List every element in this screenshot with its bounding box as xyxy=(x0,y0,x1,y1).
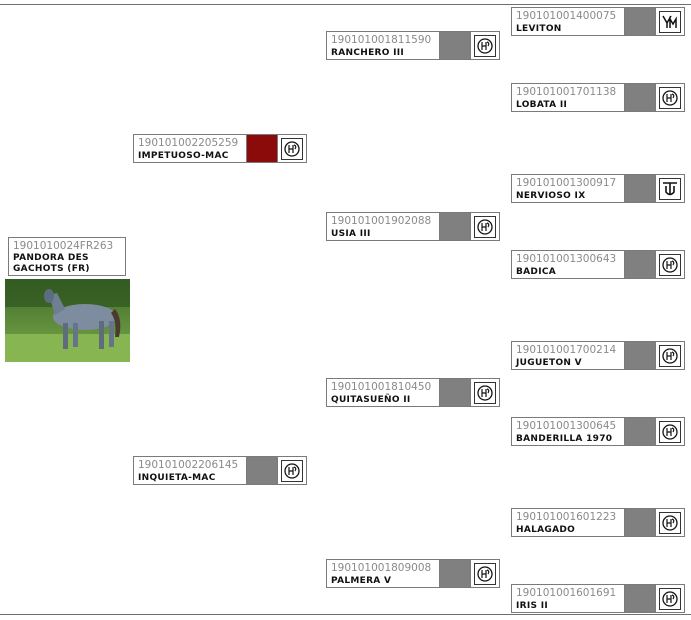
great-grandparent-card[interactable]: 190101001300917 NERVIOSO IX xyxy=(511,174,685,203)
great-grandparent-name: LEVITON xyxy=(516,24,562,34)
hierro-brand-icon xyxy=(659,253,681,276)
great-grandparent-card[interactable]: 190101001701138 LOBATA II xyxy=(511,83,685,112)
great-grandparent-name: IRIS II xyxy=(516,601,549,611)
hierro-brand-icon xyxy=(659,511,681,534)
coat-swatch xyxy=(439,560,470,587)
coat-swatch xyxy=(624,585,655,612)
coat-swatch xyxy=(624,418,655,445)
grandparent-number: 190101001902088 xyxy=(331,215,432,227)
great-grandparent-name: BANDERILLA 1970 xyxy=(516,434,613,444)
grandparent-name: RANCHERO III xyxy=(331,48,405,58)
coat-swatch xyxy=(624,342,655,369)
subject-card[interactable]: 1901010024FR263 PANDORA DES GACHOTS (FR) xyxy=(8,237,126,276)
hierro-brand-icon xyxy=(659,587,681,610)
great-grandparent-name: JUGUETON V xyxy=(516,358,582,368)
hierro-brand-icon xyxy=(281,137,303,160)
coat-swatch xyxy=(624,251,655,278)
coat-swatch xyxy=(246,135,277,162)
grandparent-number: 190101001809008 xyxy=(331,562,432,574)
great-grandparent-number: 190101001701138 xyxy=(516,86,617,98)
coat-swatch xyxy=(246,457,277,484)
coat-swatch xyxy=(624,84,655,111)
coat-swatch xyxy=(439,213,470,240)
hierro-brand-icon xyxy=(474,381,496,404)
great-grandparent-number: 190101001300645 xyxy=(516,420,617,432)
great-grandparent-card[interactable]: 190101001601691 IRIS II xyxy=(511,584,685,613)
great-grandparent-number: 190101001601691 xyxy=(516,587,617,599)
hierro-brand-icon xyxy=(659,86,681,109)
coat-swatch xyxy=(624,509,655,536)
horse-photo[interactable] xyxy=(5,279,130,362)
sire-name: IMPETUOSO-MAC xyxy=(138,151,229,161)
grandparent-card[interactable]: 190101001809008 PALMERA V xyxy=(326,559,500,588)
top-divider xyxy=(0,4,691,5)
hierro-brand-icon xyxy=(659,420,681,443)
great-grandparent-name: BADICA xyxy=(516,267,557,277)
hierro-brand-icon xyxy=(474,562,496,585)
tu-brand-icon xyxy=(659,177,681,200)
dam-number: 190101002206145 xyxy=(138,459,239,471)
subject-name: PANDORA DES GACHOTS (FR) xyxy=(13,253,90,274)
grandparent-number: 190101001811590 xyxy=(331,34,432,46)
grandparent-name: QUITASUEÑO II xyxy=(331,395,411,405)
sire-card[interactable]: 190101002205259 IMPETUOSO-MAC xyxy=(133,134,307,163)
dam-card[interactable]: 190101002206145 INQUIETA-MAC xyxy=(133,456,307,485)
coat-swatch xyxy=(624,8,655,35)
grandparent-card[interactable]: 190101001811590 RANCHERO III xyxy=(326,31,500,60)
great-grandparent-number: 190101001601223 xyxy=(516,511,617,523)
great-grandparent-card[interactable]: 190101001300645 BANDERILLA 1970 xyxy=(511,417,685,446)
great-grandparent-card[interactable]: 190101001300643 BADICA xyxy=(511,250,685,279)
coat-swatch xyxy=(439,379,470,406)
great-grandparent-card[interactable]: 190101001601223 HALAGADO xyxy=(511,508,685,537)
great-grandparent-number: 190101001400075 xyxy=(516,10,617,22)
great-grandparent-name: HALAGADO xyxy=(516,525,576,535)
great-grandparent-card[interactable]: 190101001400075 LEVITON xyxy=(511,7,685,36)
sire-number: 190101002205259 xyxy=(138,137,239,149)
great-grandparent-number: 190101001300917 xyxy=(516,177,617,189)
dam-name: INQUIETA-MAC xyxy=(138,473,216,483)
grandparent-name: PALMERA V xyxy=(331,576,392,586)
coat-swatch xyxy=(439,32,470,59)
bottom-divider xyxy=(0,614,691,615)
grandparent-card[interactable]: 190101001902088 USIA III xyxy=(326,212,500,241)
hierro-brand-icon xyxy=(474,34,496,57)
hierro-brand-icon xyxy=(659,344,681,367)
hierro-brand-icon xyxy=(474,215,496,238)
great-grandparent-number: 190101001700214 xyxy=(516,344,617,356)
coat-swatch xyxy=(624,175,655,202)
grandparent-name: USIA III xyxy=(331,229,371,239)
great-grandparent-number: 190101001300643 xyxy=(516,253,617,265)
great-grandparent-card[interactable]: 190101001700214 JUGUETON V xyxy=(511,341,685,370)
subject-number: 1901010024FR263 xyxy=(13,240,114,252)
great-grandparent-name: NERVIOSO IX xyxy=(516,191,586,201)
hierro-brand-icon xyxy=(281,459,303,482)
great-grandparent-name: LOBATA II xyxy=(516,100,568,110)
grandparent-card[interactable]: 190101001810450 QUITASUEÑO II xyxy=(326,378,500,407)
grandparent-number: 190101001810450 xyxy=(331,381,432,393)
ym-brand-icon xyxy=(659,10,681,33)
